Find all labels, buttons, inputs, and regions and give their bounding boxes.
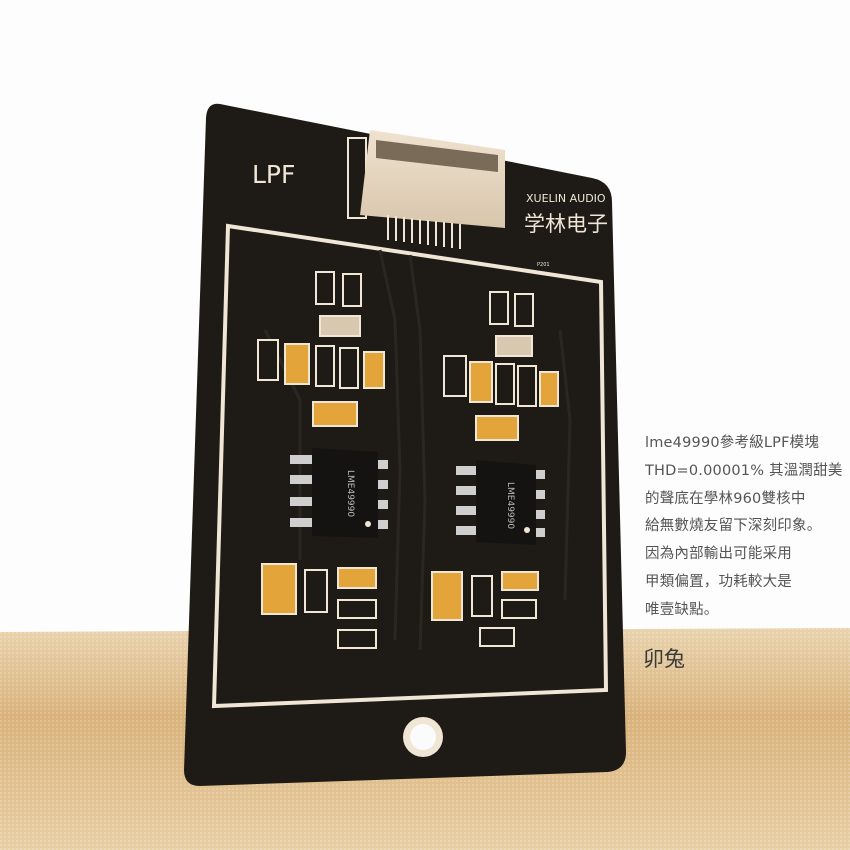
pcb-board: LPF XUELIN AUDIO 学林电子 P201	[184, 103, 626, 787]
components-right	[431, 291, 559, 647]
description-line: 給無數燒友留下深刻印象。	[645, 518, 822, 535]
ref-designator: P201	[537, 262, 550, 268]
chip-left-label: LME49990	[345, 470, 355, 517]
description-line: 唯壹缺點。	[645, 601, 719, 618]
brand-en: XUELIN AUDIO	[526, 192, 606, 205]
description-line: 的聲底在學林960雙核中	[645, 490, 806, 507]
brand-cn: 学林电子	[524, 212, 608, 236]
description-line: 因為內部輸出可能采用	[645, 546, 792, 563]
description-line: 甲類偏置，功耗較大是	[645, 573, 792, 590]
ffc-connector	[347, 130, 505, 249]
board-title: LPF	[252, 160, 295, 189]
author-signature: 卯兔	[643, 647, 685, 671]
description-line: THD=0.00001% 其溫潤甜美	[645, 462, 843, 479]
mounting-hole	[403, 717, 443, 757]
product-description: lme49990參考級LPF模塊 THD=0.00001% 其溫潤甜美 的聲底在…	[645, 430, 845, 625]
chip-right: LME49990	[456, 460, 545, 545]
chip-right-label: LME49990	[505, 482, 515, 529]
chip-left: LME49990	[290, 448, 388, 538]
description-line: lme49990參考級LPF模塊	[645, 435, 820, 451]
components-left	[257, 271, 385, 649]
